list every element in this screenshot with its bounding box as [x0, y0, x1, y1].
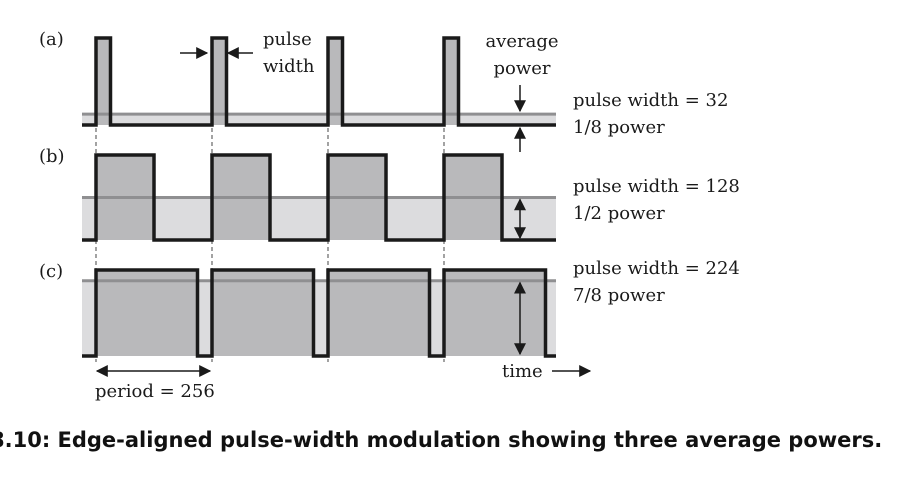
pwm-signal [82, 36, 556, 127]
pulse-width-label-line1: pulse [263, 29, 312, 50]
power-fraction: 1/8 power [573, 117, 665, 138]
pwm-diagram: (a) pulse width = 32 1/8 power (b) pulse wid… [39, 29, 740, 402]
pwm-row-1: (a) pulse width = 32 1/8 power [39, 29, 728, 138]
pulse-fill [444, 38, 459, 125]
average-band [82, 114, 556, 125]
pulse-fill [444, 270, 546, 356]
pulse-width-value: pulse width = 224 [573, 258, 740, 279]
pwm-row-2: (b) pulse width = 128 1/2 power [39, 146, 740, 242]
row-tag: (b) [39, 146, 65, 167]
pulse-width-value: pulse width = 128 [573, 176, 740, 197]
period-label: period = 256 [95, 381, 215, 402]
pwm-signal [82, 268, 556, 358]
row-tag: (a) [39, 29, 64, 50]
time-label: time [502, 361, 543, 382]
average-power-label-line2: power [493, 58, 550, 79]
figure-caption: 8.10: Edge-aligned pulse-width modulatio… [0, 428, 883, 452]
pulse-fill [328, 38, 343, 125]
power-fraction: 1/2 power [573, 203, 665, 224]
pulse-width-value: pulse width = 32 [573, 90, 728, 111]
pulse-fill [96, 270, 198, 356]
pulse-fill [212, 38, 227, 125]
pulse-fill [212, 270, 314, 356]
pwm-signal [82, 153, 556, 242]
pulse-fill [328, 270, 430, 356]
pulse-width-label-line2: width [263, 56, 315, 77]
row-tag: (c) [39, 261, 63, 282]
average-power-label-line1: average [485, 31, 558, 52]
power-fraction: 7/8 power [573, 285, 665, 306]
pulse-fill [96, 38, 111, 125]
pwm-row-3: (c) pulse width = 224 7/8 power [39, 258, 740, 358]
